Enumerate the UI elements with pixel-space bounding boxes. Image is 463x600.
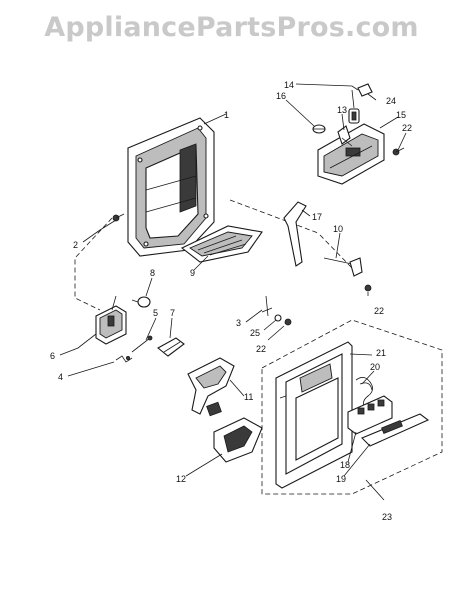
callout-12: 12 — [176, 474, 186, 484]
part-11-flapper — [187, 357, 235, 417]
assembly-box-23 — [261, 319, 443, 495]
part-9-drip-tray — [180, 225, 263, 263]
leader-lines — [59, 83, 407, 501]
part-8-plug — [131, 296, 151, 308]
callout-18: 18 — [340, 460, 350, 470]
part-20-wire-harness — [355, 377, 373, 411]
assembly-line-left — [74, 217, 113, 311]
callout-6: 6 — [50, 351, 55, 361]
callout-22-low: 22 — [256, 344, 266, 354]
part-17-arm — [283, 201, 307, 267]
part-22-screw-top — [392, 147, 405, 156]
part-16-spring — [312, 124, 326, 134]
callout-25: 25 — [250, 328, 260, 338]
callout-7: 7 — [170, 308, 175, 318]
part-5-pin — [131, 335, 153, 353]
callout-19: 19 — [336, 474, 346, 484]
callout-10: 10 — [333, 224, 343, 234]
callout-21: 21 — [376, 348, 386, 358]
part-18-control-board — [347, 395, 393, 435]
part-1-housing-frame — [127, 117, 215, 257]
part-4-clip — [115, 355, 133, 363]
watermark: AppliancePartsPros.com — [44, 12, 419, 43]
callout-4: 4 — [58, 372, 63, 382]
part-24-pad — [357, 83, 373, 97]
part-15-actuator-bracket — [317, 123, 385, 185]
part-25-washer — [274, 314, 282, 322]
callout-5: 5 — [153, 308, 158, 318]
part-12-ice-chute — [213, 417, 263, 463]
callout-3: 3 — [236, 318, 241, 328]
callout-16: 16 — [276, 91, 286, 101]
callout-2: 2 — [73, 240, 78, 250]
callout-24: 24 — [386, 96, 396, 106]
callout-22-top: 22 — [402, 123, 412, 133]
part-10-rod — [323, 257, 363, 277]
part-22-screw-mid — [364, 284, 372, 292]
part-6-solenoid — [95, 295, 127, 345]
callout-23: 23 — [382, 512, 392, 522]
part-22-screw-low — [284, 318, 292, 326]
callout-17: 17 — [312, 212, 322, 222]
part-21-front-panel — [275, 341, 353, 489]
callout-22-mid: 22 — [374, 306, 384, 316]
callout-20: 20 — [370, 362, 380, 372]
part-19-control-overlay — [361, 413, 430, 447]
part-13-lever — [337, 125, 353, 147]
part-14-gasket — [348, 108, 360, 124]
callout-9: 9 — [190, 268, 195, 278]
callout-15: 15 — [396, 110, 406, 120]
part-7-bracket — [157, 337, 185, 357]
callout-labels: 1 2 3 4 5 6 7 8 9 10 11 12 13 14 15 16 1… — [50, 80, 412, 522]
callout-8: 8 — [150, 268, 155, 278]
callout-14: 14 — [284, 80, 294, 90]
part-3-spring-clip — [261, 295, 273, 317]
callout-13: 13 — [337, 105, 347, 115]
callout-1: 1 — [224, 110, 229, 120]
callout-11: 11 — [244, 392, 253, 402]
part-2-screw — [112, 213, 125, 222]
